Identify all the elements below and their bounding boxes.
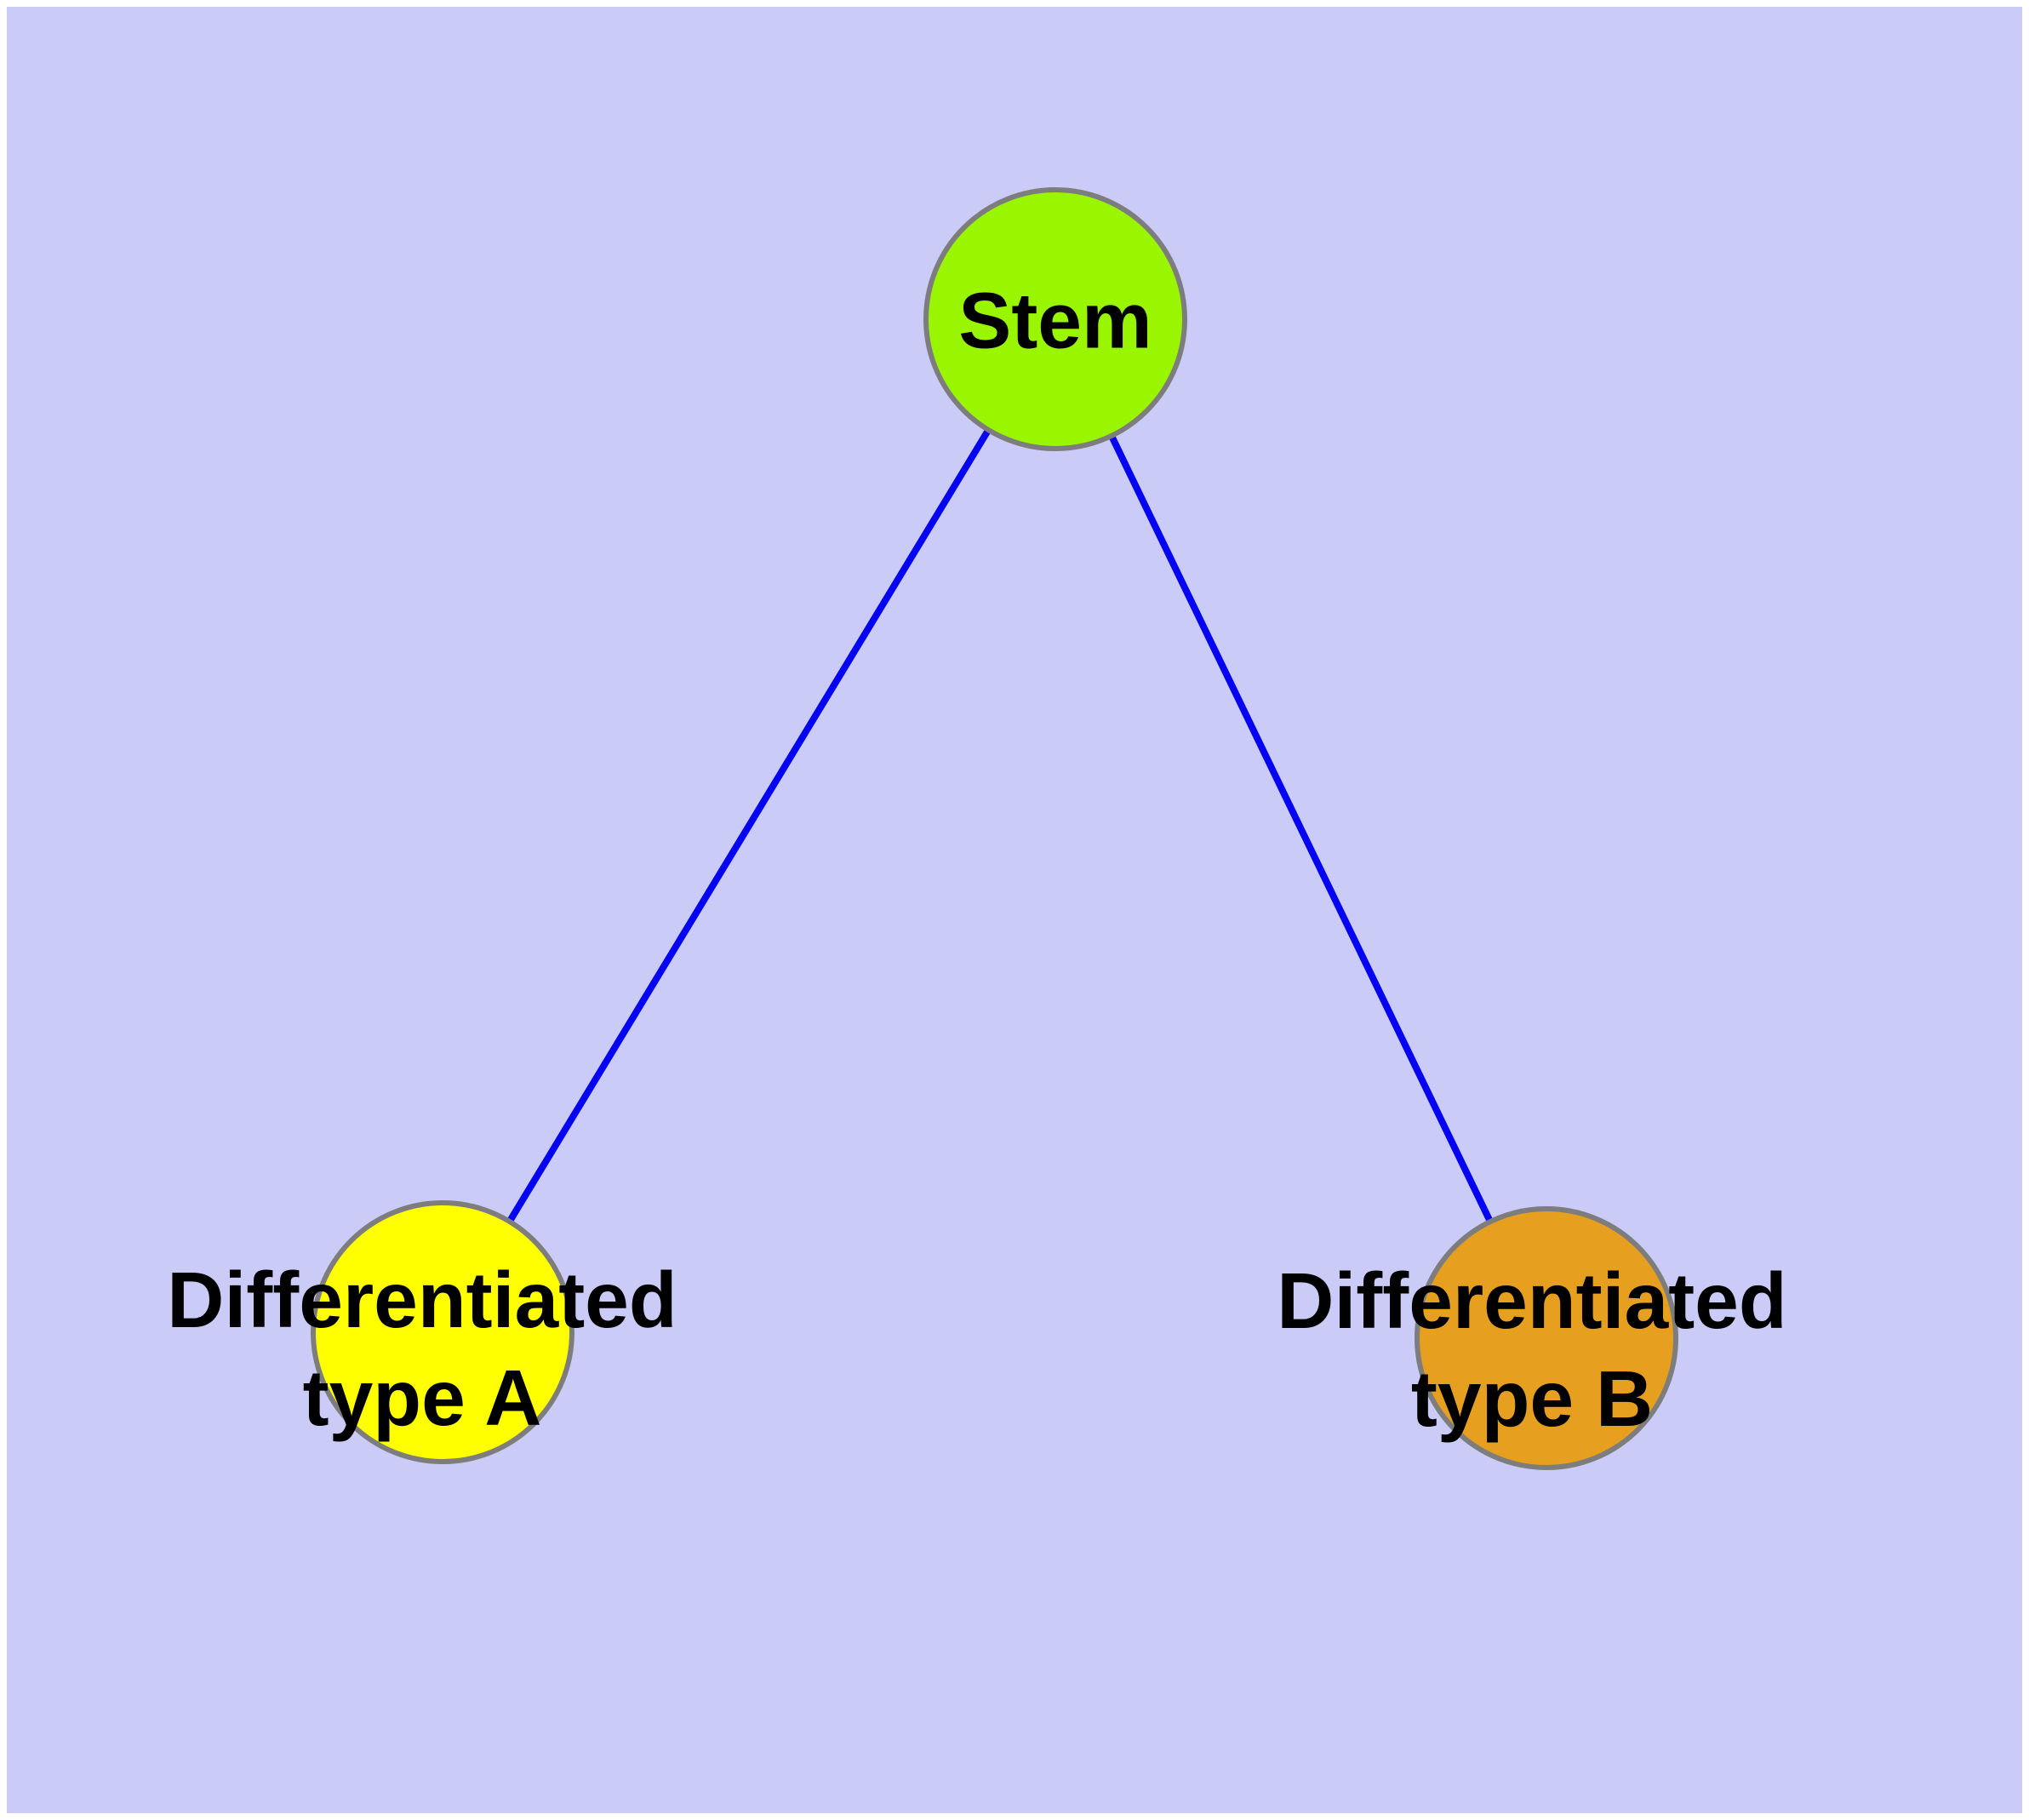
node-differentiated-type-b-label-line-2: type B bbox=[1410, 1354, 1654, 1443]
node-differentiated-type-b-circle bbox=[1415, 1206, 1678, 1470]
node-differentiated-type-a-label-line-1: Differentiated bbox=[167, 1256, 677, 1344]
node-differentiated-type-a-label-line-2: type A bbox=[302, 1354, 542, 1442]
node-differentiated-type-a-circle bbox=[311, 1200, 574, 1464]
edge-stem-to-differentiated-type-a bbox=[439, 317, 1059, 1335]
node-differentiated-type-b-label: Differentiated type B bbox=[1277, 1252, 1786, 1448]
node-differentiated-type-a-label: Differentiated type A bbox=[167, 1251, 677, 1447]
node-stem-circle bbox=[923, 187, 1187, 451]
edge-stem-to-differentiated-type-b bbox=[1052, 318, 1550, 1340]
node-stem-label-line: Stem bbox=[958, 276, 1152, 365]
node-stem-label: Stem bbox=[958, 272, 1152, 370]
node-differentiated-type-b-label-line-1: Differentiated bbox=[1277, 1256, 1787, 1345]
